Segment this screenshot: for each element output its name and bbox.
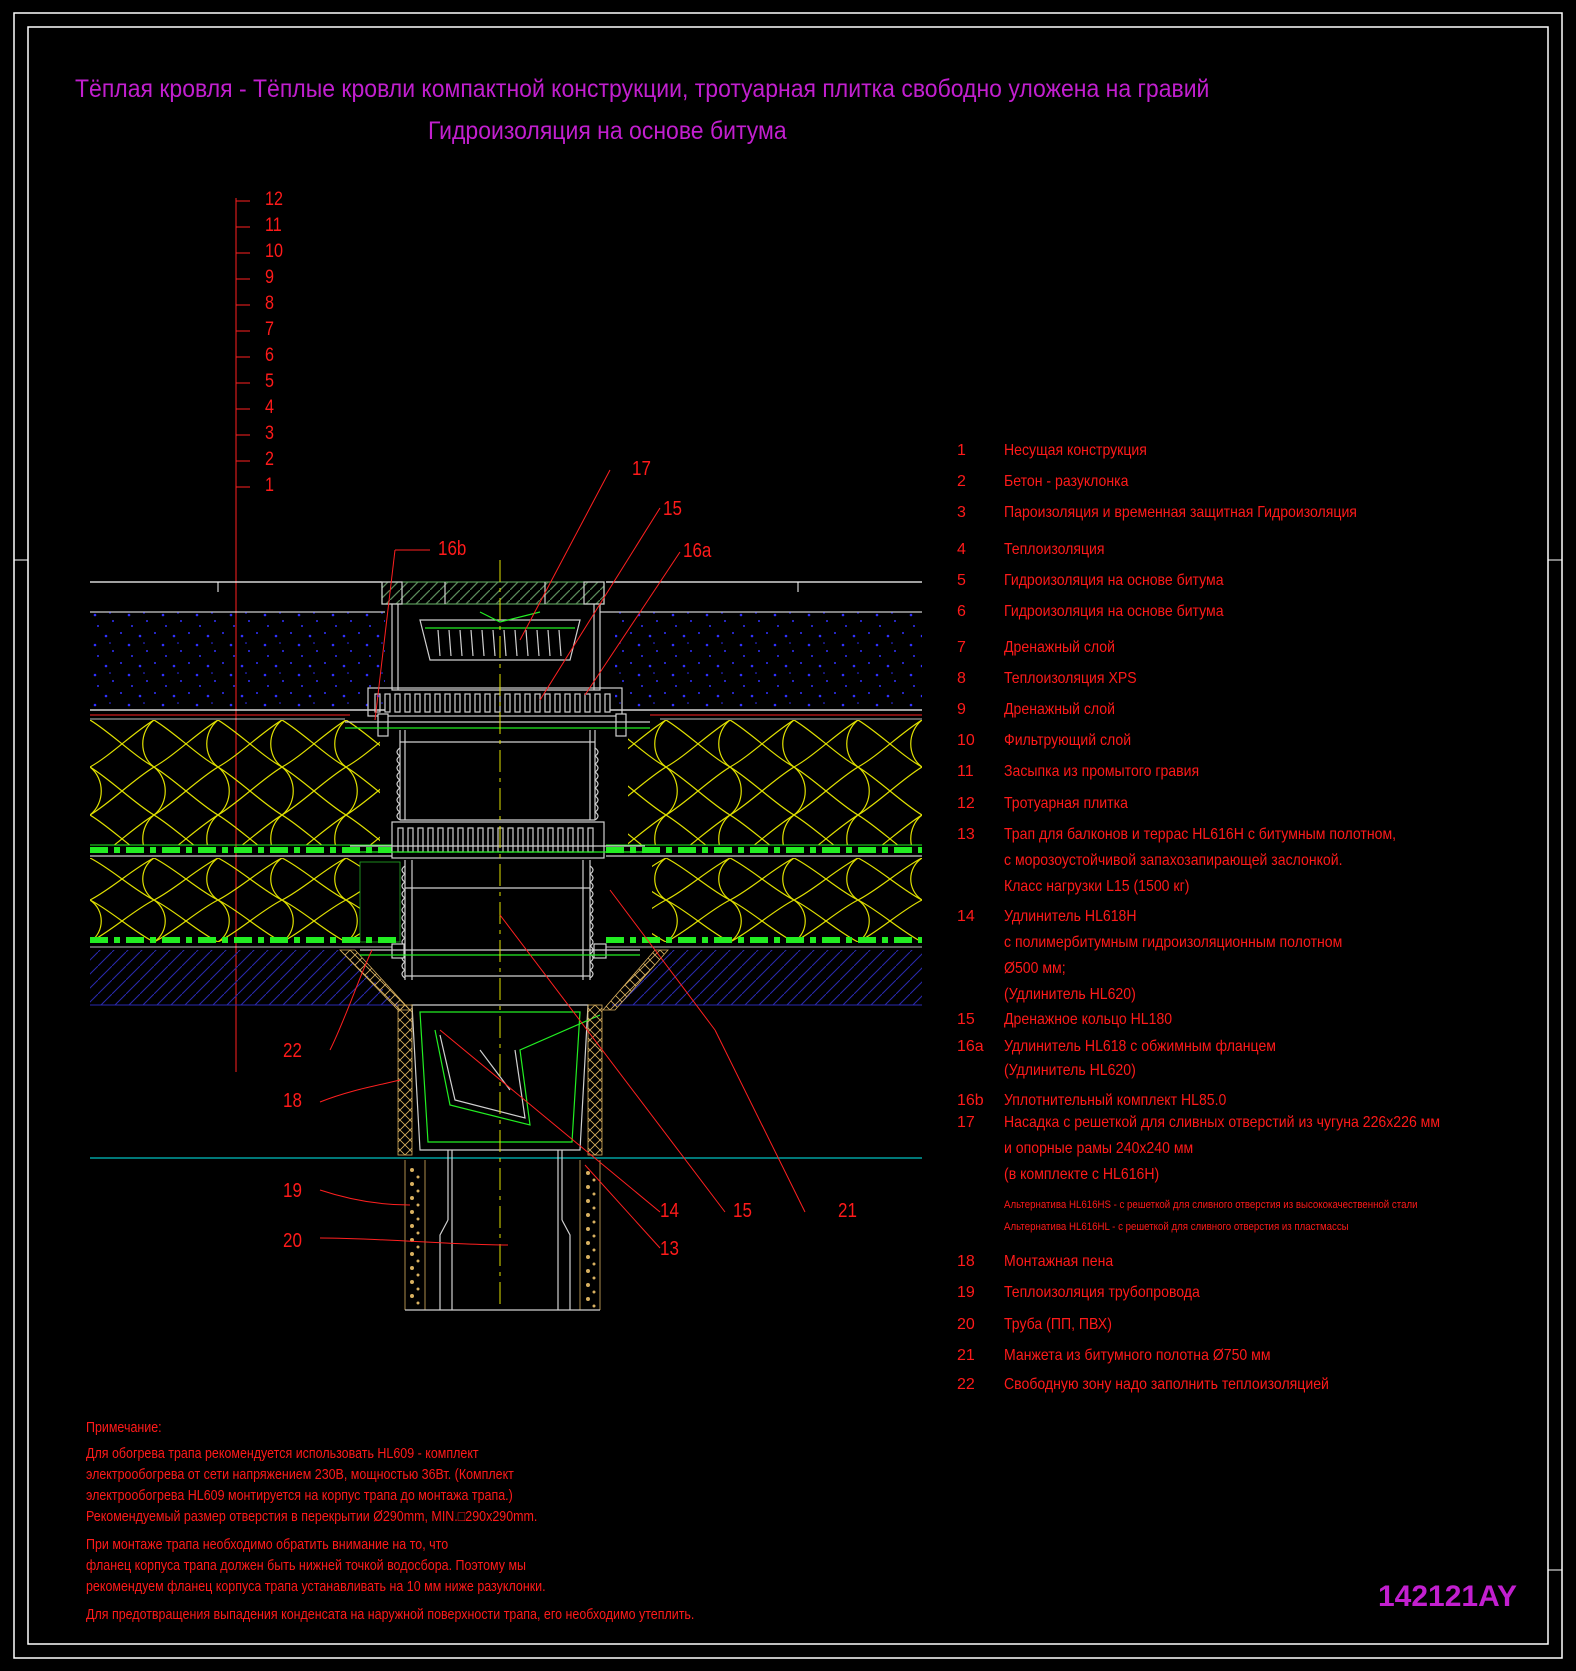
- legend-number: 10: [957, 732, 975, 749]
- callout-15-top: 15: [663, 498, 682, 520]
- legend-number: 15: [957, 1011, 975, 1028]
- legend-text: Дренажный слой: [1004, 639, 1116, 656]
- layer-scale-label: 9: [265, 267, 274, 288]
- layer-scale-label: 8: [265, 293, 274, 314]
- legend-number: 19: [957, 1284, 975, 1301]
- legend-number: 20: [957, 1316, 975, 1333]
- legend-text: Свободную зону надо заполнить теплоизоля…: [1004, 1376, 1329, 1393]
- legend-text: Альтернатива HL616HS - с решеткой для сл…: [1004, 1199, 1418, 1211]
- legend-number: 4: [957, 541, 966, 558]
- layer-scale-label: 12: [265, 189, 283, 210]
- legend-number: 17: [957, 1114, 975, 1131]
- callout-15-bottom: 15: [733, 1200, 752, 1222]
- legend-text: Несущая конструкция: [1004, 442, 1147, 459]
- callout-17: 17: [632, 458, 651, 480]
- legend-text: Теплоизоляция XPS: [1004, 670, 1137, 687]
- title-line-1: Тёплая кровля - Тёплые кровли компактной…: [75, 75, 1210, 103]
- legend-text: Насадка с решеткой для сливных отверстий…: [1004, 1114, 1441, 1131]
- note-line: Для обогрева трапа рекомендуется использ…: [86, 1446, 479, 1462]
- callout-22: 22: [283, 1040, 302, 1062]
- layer-scale-label: 1: [265, 475, 274, 496]
- legend-number: 16a: [957, 1038, 984, 1055]
- legend-text: Монтажная пена: [1004, 1253, 1114, 1270]
- layer-scale-label: 5: [265, 371, 274, 392]
- note-line: Рекомендуемый размер отверстия в перекры…: [86, 1509, 538, 1525]
- note-heading: Примечание:: [86, 1420, 162, 1436]
- legend-text: Альтернатива HL616HL - с решеткой для сл…: [1004, 1221, 1349, 1233]
- legend-text: (в комплекте с HL616H): [1004, 1166, 1160, 1183]
- legend-text: (Удлинитель HL620): [1004, 986, 1136, 1003]
- callout-19: 19: [283, 1180, 302, 1202]
- legend-number: 18: [957, 1253, 975, 1270]
- roof-layers-left: [90, 581, 411, 1011]
- legend-number: 2: [957, 473, 966, 490]
- layer-scale-label: 4: [265, 397, 274, 418]
- legend-text: и опорные рамы 240x240 мм: [1004, 1140, 1194, 1157]
- legend-number: 1: [957, 442, 966, 459]
- note-line: электрообогрева HL609 монтируется на кор…: [86, 1488, 513, 1504]
- legend-number: 21: [957, 1347, 975, 1364]
- legend-text: Трап для балконов и террас HL616H с биту…: [1004, 826, 1397, 843]
- legend-number: 22: [957, 1376, 975, 1393]
- note-line: рекомендуем фланец корпуса трапа устанав…: [86, 1579, 546, 1595]
- legend-number: 16b: [957, 1092, 984, 1109]
- callout-16b: 16b: [438, 538, 467, 560]
- legend-number: 5: [957, 572, 966, 589]
- legend-text: Удлинитель HL618 с обжимным фланцем: [1004, 1038, 1276, 1055]
- legend-text: с полимербитумным гидроизоляционным поло…: [1004, 934, 1343, 951]
- layer-scale-label: 6: [265, 345, 274, 366]
- legend-text: с морозоустойчивой запахозапирающей засл…: [1004, 852, 1343, 869]
- title-line-2: Гидроизоляция на основе битума: [428, 117, 787, 145]
- legend-number: 8: [957, 670, 966, 687]
- legend-text: Бетон - разуклонка: [1004, 473, 1129, 490]
- legend-number: 14: [957, 908, 975, 925]
- callout-18: 18: [283, 1090, 302, 1112]
- callout-21: 21: [838, 1200, 857, 1222]
- drain-assembly: [345, 581, 650, 1311]
- legend-text: Манжета из битумного полотна Ø750 мм: [1004, 1347, 1271, 1364]
- legend-number: 9: [957, 701, 966, 718]
- legend-text: Фильтрующий слой: [1004, 732, 1132, 749]
- roof-layers-right: [600, 581, 922, 1011]
- callout-16a: 16a: [683, 540, 712, 562]
- legend-text: Дренажный слой: [1004, 701, 1116, 718]
- legend-text: Удлинитель HL618H: [1004, 908, 1137, 925]
- layer-scale-label: 11: [265, 215, 282, 236]
- note-line: При монтаже трапа необходимо обратить вн…: [86, 1537, 449, 1553]
- legend-number: 3: [957, 504, 966, 521]
- legend-text: Уплотнительный комплект HL85.0: [1004, 1092, 1227, 1109]
- legend-text: Труба (ПП, ПВХ): [1004, 1316, 1112, 1333]
- callout-13: 13: [660, 1238, 679, 1260]
- note-line: фланец корпуса трапа должен быть нижней …: [86, 1558, 526, 1574]
- layer-scale-label: 7: [265, 319, 274, 340]
- note-line: электрообогрева от сети напряжением 230В…: [86, 1467, 514, 1483]
- legend-text: Тротуарная плитка: [1004, 795, 1128, 812]
- legend-text: Теплоизоляция: [1004, 541, 1105, 558]
- legend-text: Теплоизоляция трубопровода: [1004, 1284, 1200, 1301]
- callout-20: 20: [283, 1230, 302, 1252]
- legend-text: Засыпка из промытого гравия: [1004, 763, 1200, 780]
- legend-number: 6: [957, 603, 966, 620]
- legend-text: Пароизоляция и временная защитная Гидрои…: [1004, 504, 1357, 521]
- callout-14: 14: [660, 1200, 679, 1222]
- legend-number: 11: [957, 763, 974, 780]
- legend-number: 7: [957, 639, 966, 656]
- legend-text: (Удлинитель HL620): [1004, 1062, 1136, 1079]
- legend-number: 12: [957, 795, 975, 812]
- note-line: Для предотвращения выпадения конденсата …: [86, 1607, 695, 1623]
- legend-text: Ø500 мм;: [1004, 960, 1066, 977]
- inner-frame: [27, 26, 1549, 1645]
- layer-scale-label: 10: [265, 241, 283, 262]
- legend-text: Дренажное кольцо HL180: [1004, 1011, 1173, 1028]
- drawing-code: 142121AY: [1378, 1580, 1518, 1613]
- layer-scale-label: 2: [265, 449, 274, 470]
- legend-number: 13: [957, 826, 975, 843]
- leader-lines: [319, 469, 806, 1249]
- layer-scale-label: 3: [265, 423, 274, 444]
- legend-text: Гидроизоляция на основе битума: [1004, 603, 1224, 620]
- legend-text: Класс нагрузки L15 (1500 кг): [1004, 878, 1190, 895]
- legend-text: Гидроизоляция на основе битума: [1004, 572, 1224, 589]
- outer-frame: [13, 12, 1563, 1659]
